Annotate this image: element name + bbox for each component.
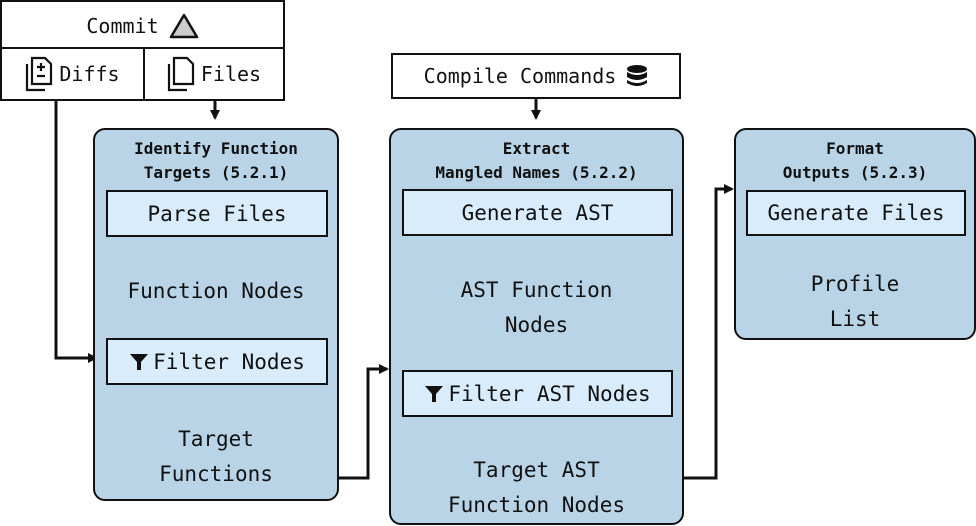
stage-extract-mangled-names: Extract Mangled Names (5.2.2) Generate A… bbox=[389, 128, 684, 525]
filter-icon bbox=[425, 385, 444, 402]
compile-commands-source: Compile Commands bbox=[391, 53, 681, 99]
step-filter-ast-nodes-label: Filter AST Nodes bbox=[448, 381, 651, 406]
step-generate-ast: Generate AST bbox=[402, 189, 673, 236]
commit-header: Commit bbox=[2, 2, 283, 49]
diffs-label: Diffs bbox=[59, 62, 120, 86]
warning-triangle-icon bbox=[169, 13, 198, 38]
step-filter-nodes: Filter Nodes bbox=[106, 338, 328, 385]
files-copy-icon bbox=[167, 56, 194, 92]
diffs-source: Diffs bbox=[2, 49, 143, 99]
node-target-functions: Target Functions bbox=[159, 427, 273, 486]
diff-document-icon bbox=[26, 56, 53, 92]
compile-commands-label: Compile Commands bbox=[423, 64, 617, 88]
arrow-target-ast-to-format bbox=[680, 184, 734, 480]
commit-label: Commit bbox=[86, 13, 159, 38]
stage-title: Identify Function Targets (5.2.1) bbox=[134, 139, 298, 182]
node-target-ast-function-nodes: Target AST Function Nodes bbox=[447, 458, 625, 517]
stage-title: Format Outputs (5.2.3) bbox=[782, 139, 928, 182]
node-ast-function-nodes: AST Function Nodes bbox=[460, 278, 613, 337]
commit-split bbox=[143, 47, 145, 99]
commit-divider bbox=[2, 47, 283, 49]
step-parse-files: Parse Files bbox=[106, 190, 328, 237]
commit-source: Commit Diffs Files bbox=[0, 0, 285, 101]
files-label: Files bbox=[200, 62, 262, 86]
files-source: Files bbox=[145, 49, 283, 99]
stage-title: Extract Mangled Names (5.2.2) bbox=[435, 139, 638, 182]
node-function-nodes: Function Nodes bbox=[127, 279, 305, 303]
filter-icon bbox=[130, 353, 149, 370]
stage-identify-function-targets: Identify Function Targets (5.2.1) Parse … bbox=[93, 128, 339, 501]
step-filter-ast-nodes: Filter AST Nodes bbox=[402, 370, 673, 417]
stage-format-outputs: Format Outputs (5.2.3) Generate Files Pr… bbox=[734, 128, 976, 340]
arrow-targets-to-filter-ast bbox=[335, 364, 389, 480]
step-filter-nodes-label: Filter Nodes bbox=[153, 349, 305, 374]
node-profile-list: Profile List bbox=[810, 272, 900, 331]
database-icon bbox=[627, 65, 648, 86]
arrow-diffs-to-filter bbox=[54, 99, 98, 363]
step-generate-files: Generate Files bbox=[746, 190, 966, 236]
